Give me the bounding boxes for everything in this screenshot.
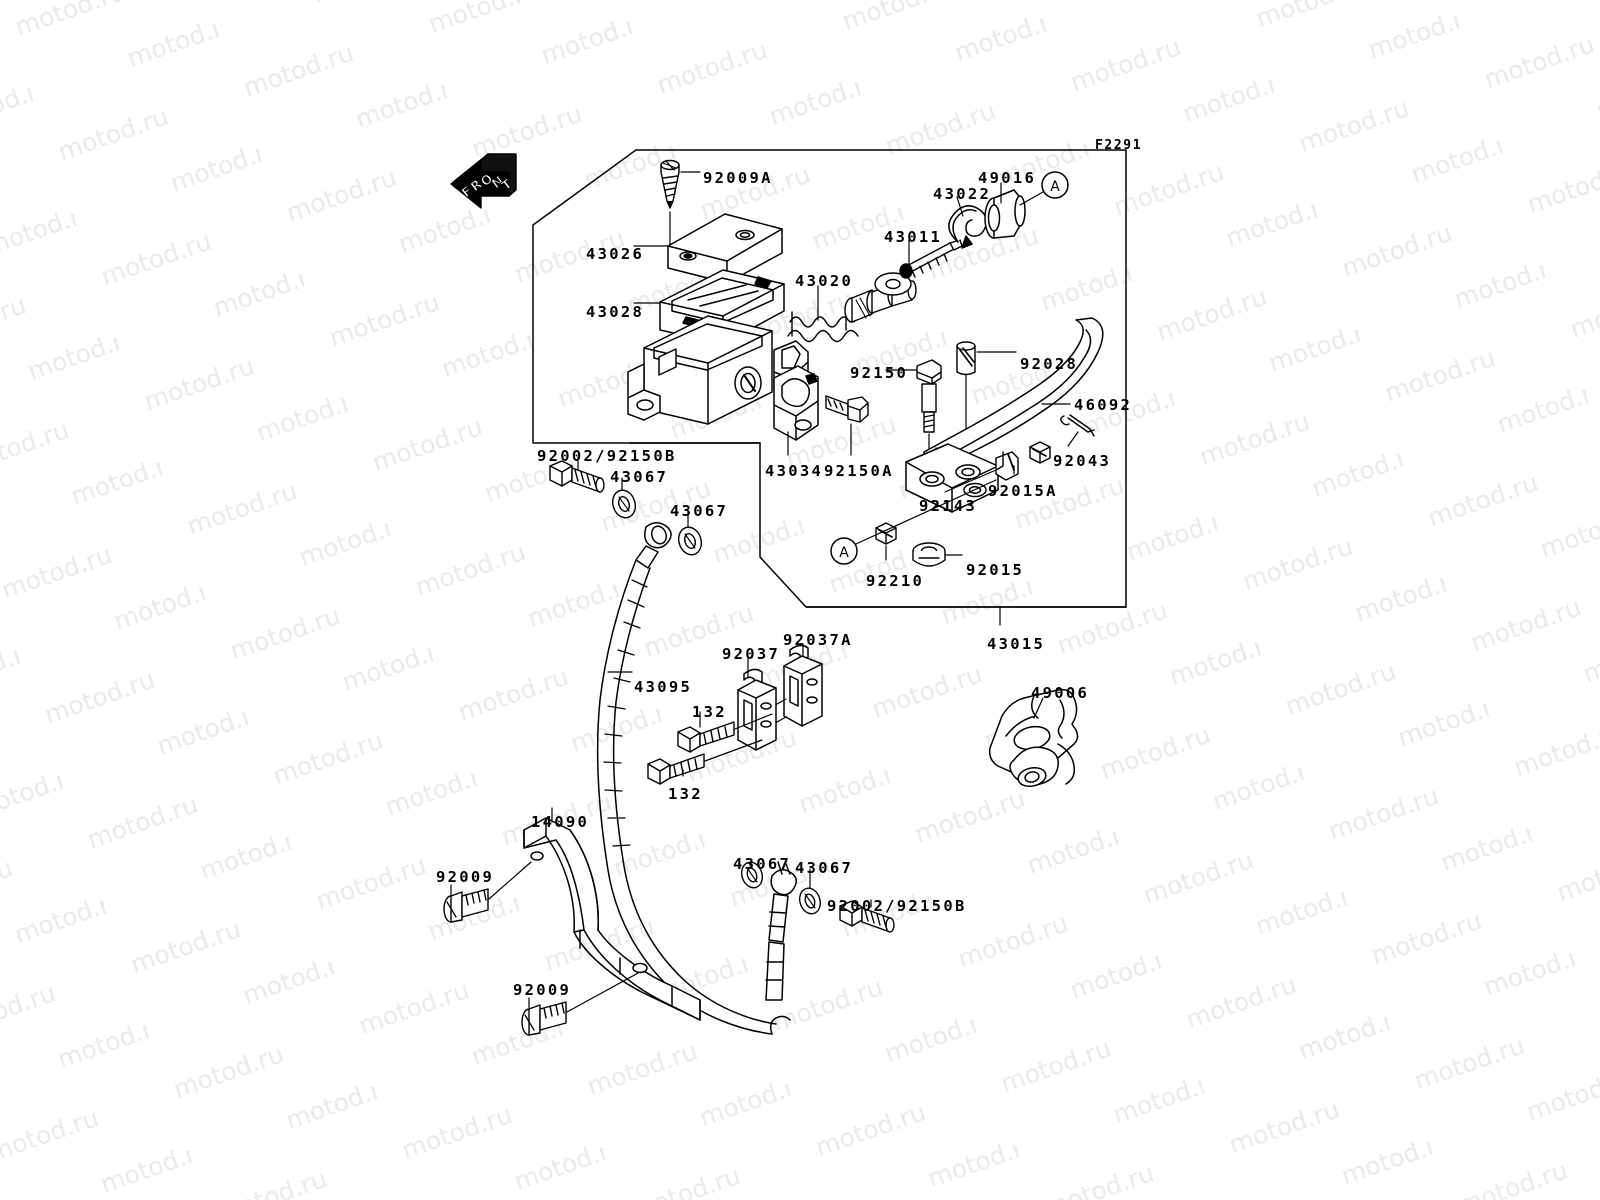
callout-49006: 49006 [1031,684,1090,702]
part-43067-washer-3 [740,861,764,889]
leader-92009-1-ext [488,861,532,900]
part-92028-bushing [956,341,976,376]
part-43067-washer-2 [677,526,703,556]
callout-49016: 49016 [978,169,1037,187]
part-92009-screw-2 [521,1001,567,1036]
callout-92009-2: 92009 [513,981,572,999]
callout-92037: 92037 [722,645,781,663]
callout-43011: 43011 [884,228,943,246]
part-92015A-nut [1029,441,1051,464]
link-92037-92037A-1 [776,698,787,705]
callout-92009A: 92009A [703,169,773,187]
callout-43028: 43028 [586,303,645,321]
leader-92143 [944,469,997,493]
leader-49006 [1033,697,1044,719]
front-arrow-icon: F R O N T [450,153,517,209]
part-92009A-screw [660,159,680,209]
part-92002-92150B-bolt-upper [549,460,605,493]
part-49006-cover [988,688,1079,788]
callout-43015: 43015 [987,635,1046,653]
callout-92002-92150B-lower: 92002/92150B [827,897,967,915]
callout-92028: 92028 [1020,355,1079,373]
part-43034-clamp [773,365,819,441]
leader-132-upper-ext [734,713,773,730]
leader-92043 [1067,431,1079,447]
callout-92150: 92150 [850,364,909,382]
part-14090-bracket [523,817,701,1021]
part-92043-pin [1060,414,1095,437]
callout-43067-2: 43067 [670,502,729,520]
callout-92015A: 92015A [988,482,1058,500]
part-92143-clip [995,451,1019,481]
part-92150-pivot-bolt [916,359,942,433]
callout-43067-1: 43067 [610,468,669,486]
callout-43026: 43026 [586,245,645,263]
sheet-code: F2291 [1095,138,1143,153]
callout-43095: 43095 [634,678,693,696]
callout-92143: 92143 [919,497,978,515]
callout-132-upper: 132 [692,703,727,721]
callout-92015: 92015 [966,561,1025,579]
callout-92043: 92043 [1053,452,1112,470]
part-92009-screw-1 [443,888,489,923]
part-132-bolt-upper [677,721,735,753]
callout-92037A: 92037A [783,631,853,649]
leader-43022 [956,196,964,217]
callout-14090: 14090 [531,813,590,831]
part-43067-washer-4 [798,887,822,915]
reference-marker-a-bottom: A [830,479,997,565]
callout-46092: 46092 [1074,396,1133,414]
callout-43034: 43034 [765,462,824,480]
part-43022-circlip [948,205,988,249]
part-92015-nut [912,542,946,567]
part-43011-pushrod [874,239,963,296]
part-master-cylinder-body [627,315,809,425]
part-43067-washer-1 [611,489,637,519]
leader-92009-2-ext [566,971,641,1013]
reference-marker-a-top: A [1019,171,1069,206]
callout-92002-92150B-upper: 92002/92150B [537,447,677,465]
callout-43067-4: 43067 [795,859,854,877]
part-43026-cap [667,213,783,284]
part-132-bolt-lower [647,753,705,785]
part-92150A-bolt [825,395,869,423]
callout-92210: 92210 [866,572,925,590]
svg-text:A: A [839,545,849,561]
leader-132-lower-ext [704,739,763,762]
svg-text:A: A [1050,179,1060,195]
callout-132-lower: 132 [668,785,703,803]
callout-43022: 43022 [933,185,992,203]
callout-43020: 43020 [795,272,854,290]
callout-43067-3: 43067 [733,855,792,873]
link-92037-92037A-2 [776,716,787,723]
callout-92009-1: 92009 [436,868,495,886]
callout-92150A: 92150A [824,462,894,480]
part-92002-92150B-bolt-lower [839,900,895,933]
